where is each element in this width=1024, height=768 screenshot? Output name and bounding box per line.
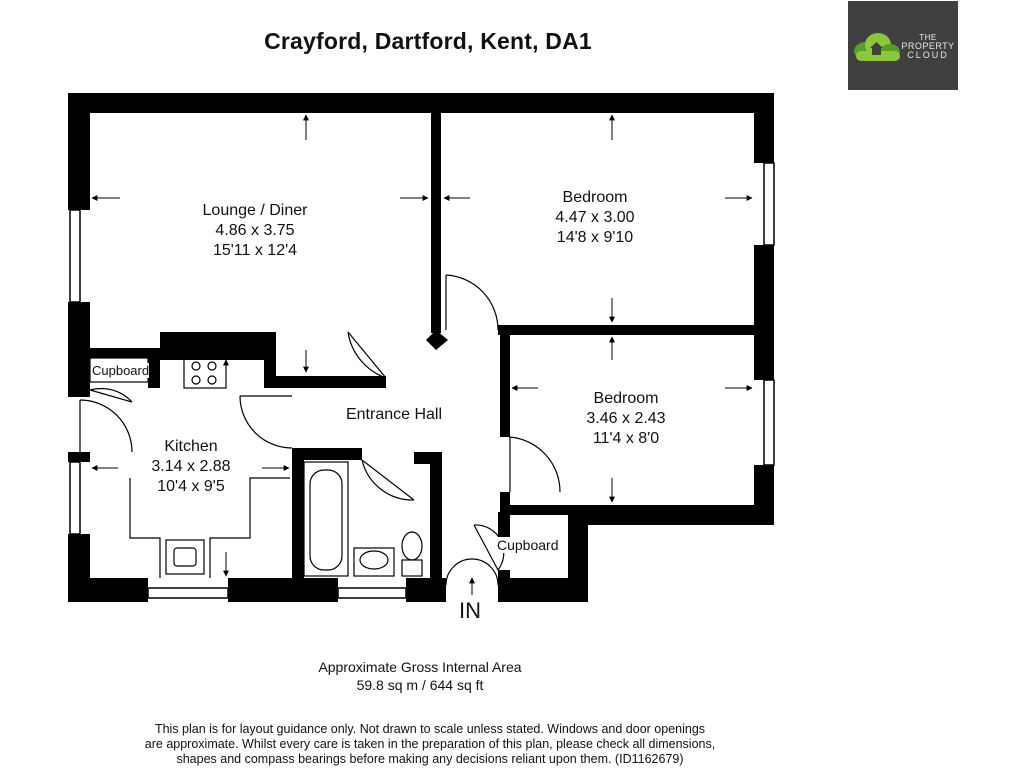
room-label-cupboard-left: Cupboard [92,363,150,378]
room-label-lounge: Lounge / Diner 4.86 x 3.75 15'11 x 12'4 [202,202,308,259]
room-label-kitchen: Kitchen 3.14 x 2.88 10'4 x 9'5 [151,438,231,495]
room-label-entrance-hall: Entrance Hall [345,406,443,423]
windows [69,162,775,599]
walls [68,93,774,602]
doors [79,274,561,586]
plan-title: Crayford, Dartford, Kent, DA1 [264,28,592,54]
room-label-cupboard-right: Cupboard [497,537,559,553]
entrance-label: IN [459,598,481,623]
disclaimer-text: This plan is for layout guidance only. N… [144,722,716,766]
room-label-bedroom-2: Bedroom 3.46 x 2.43 11'4 x 8'0 [586,390,666,447]
company-logo: THE PROPERTY CLOUD [848,1,958,90]
dimension-arrows [91,114,753,595]
room-label-bedroom-1: Bedroom 4.47 x 3.00 14'8 x 9'10 [555,189,635,246]
cloud-house-icon [854,33,900,61]
gross-internal-area: Approximate Gross Internal Area 59.8 sq … [318,659,522,693]
logo-text: THE PROPERTY CLOUD [901,33,955,60]
